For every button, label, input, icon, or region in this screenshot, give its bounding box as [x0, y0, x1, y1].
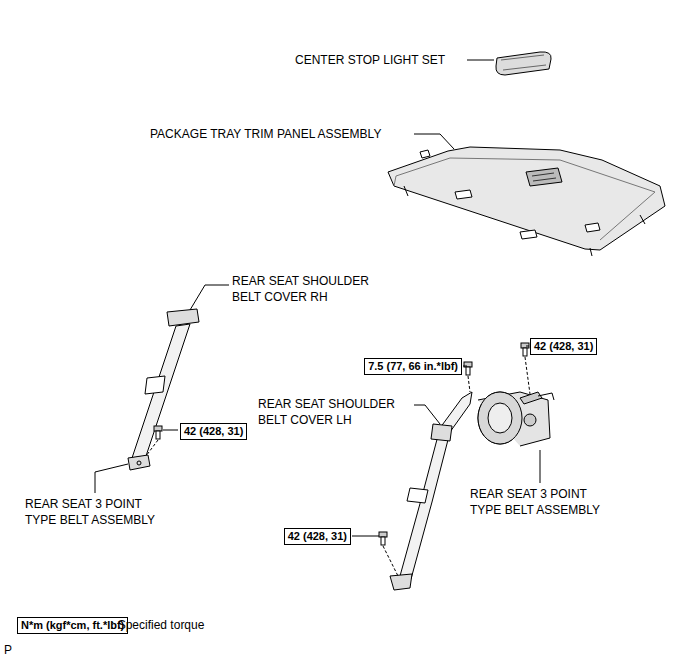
torque-box: 42 (428, 31)	[530, 338, 597, 355]
torque-value: 42 (428, 31)	[288, 530, 347, 543]
legend-text: : Specified torque	[111, 617, 204, 633]
part-name: REAR SEAT 3 POINT TYPE BELT ASSEMBLY	[470, 486, 620, 518]
part-name: REAR SEAT 3 POINT TYPE BELT ASSEMBLY	[25, 496, 175, 528]
torque-value: 42 (428, 31)	[534, 340, 593, 353]
part-name: REAR SEAT SHOULDER BELT COVER RH	[232, 273, 392, 305]
package-tray-drawing	[388, 147, 665, 256]
figure-code: P	[4, 642, 12, 658]
torque-value: 42 (428, 31)	[184, 425, 243, 438]
part-name: CENTER STOP LIGHT SET	[295, 52, 445, 68]
torque-value: 7.5 (77, 66 in.*lbf)	[368, 360, 458, 373]
torque-box: 42 (428, 31)	[284, 528, 351, 545]
stop-light-drawing	[496, 52, 551, 75]
rh-belt-drawing	[128, 309, 199, 470]
torque-box: 42 (428, 31)	[180, 423, 247, 440]
torque-box: 7.5 (77, 66 in.*lbf)	[364, 358, 462, 375]
part-name: REAR SEAT SHOULDER BELT COVER LH	[258, 396, 418, 428]
torque-value: N*m (kgf*cm, ft.*lbf)	[21, 619, 124, 632]
part-name: PACKAGE TRAY TRIM PANEL ASSEMBLY	[150, 126, 381, 142]
